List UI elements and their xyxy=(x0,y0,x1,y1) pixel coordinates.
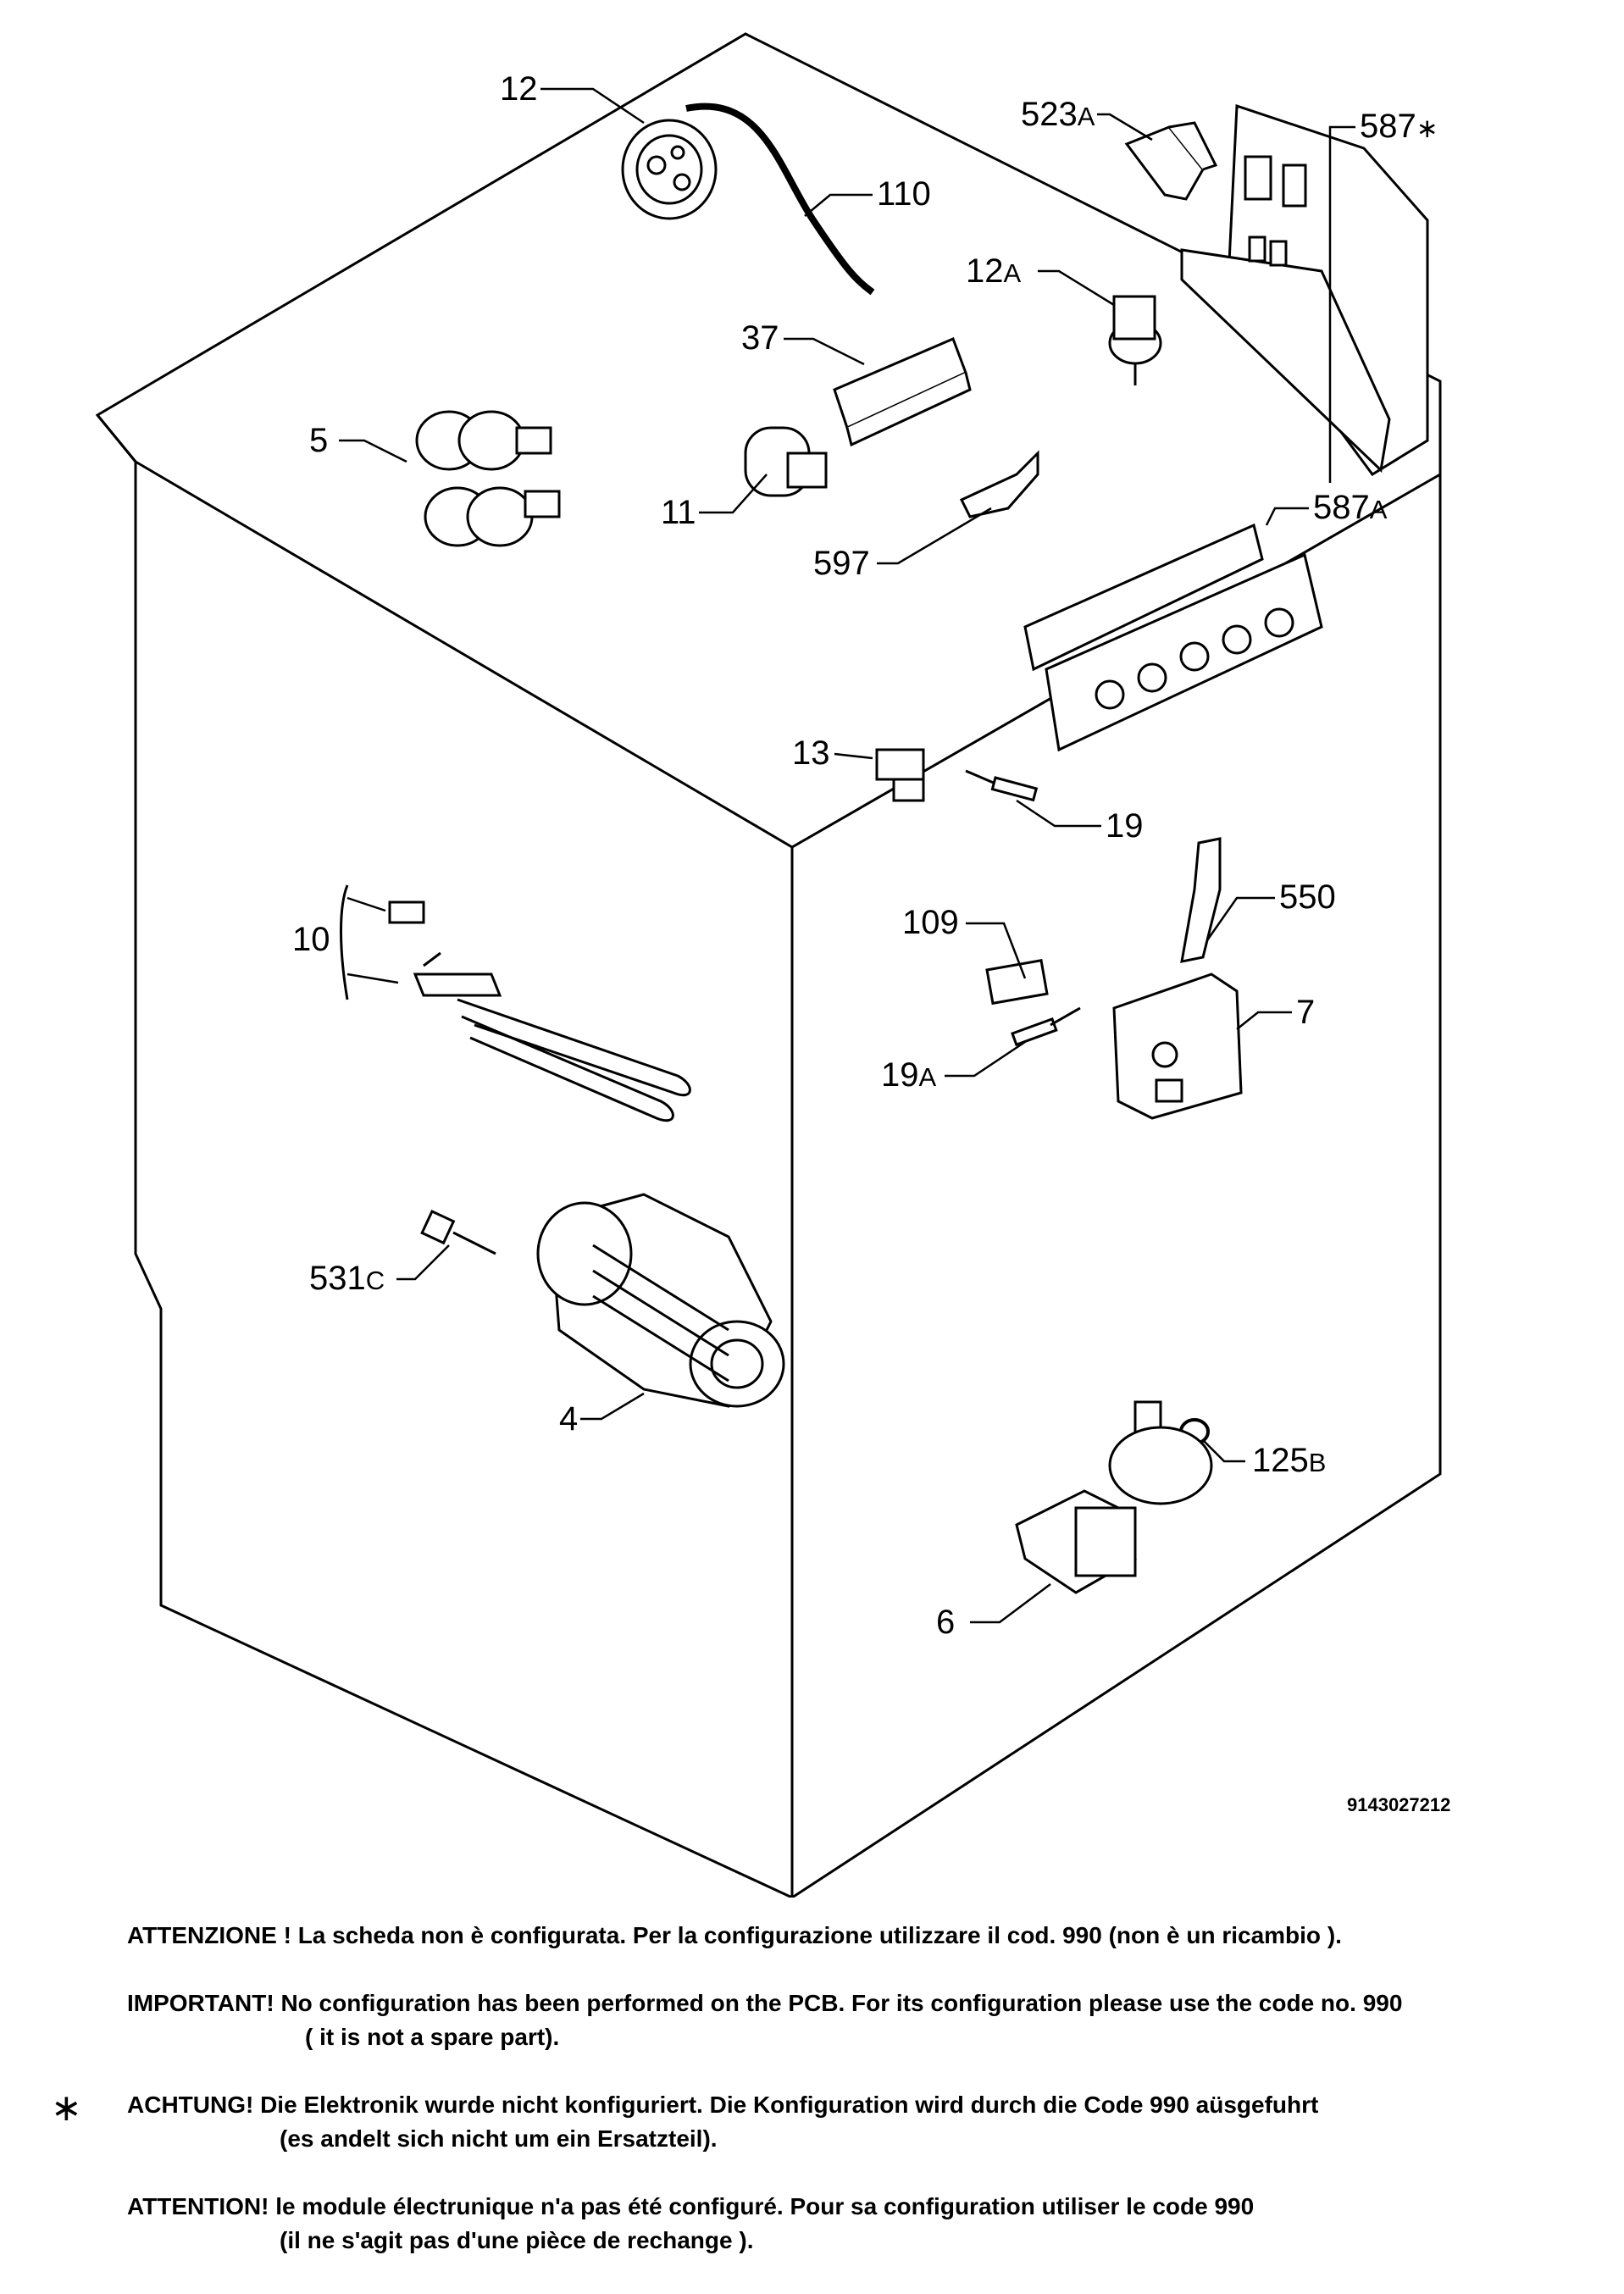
asterisk-marker: ∗ xyxy=(51,2086,82,2130)
part-4-motor xyxy=(536,1193,785,1408)
callout-523a: 523A xyxy=(1021,96,1095,133)
note-english: IMPORTANT! No configuration has been per… xyxy=(127,1986,1402,2054)
part-597-lever xyxy=(959,450,1039,518)
note-english-line2: ( it is not a spare part). xyxy=(305,2024,560,2050)
part-6-drain-pump xyxy=(1015,1400,1213,1594)
exploded-parts-diagram: 12 110 523A 587∗ 12A 37 5 11 597 587A 13… xyxy=(95,32,1442,1898)
callout-19a: 19A xyxy=(881,1056,937,1094)
callout-6: 6 xyxy=(936,1604,955,1641)
note-italian: ATTENZIONE ! La scheda non è configurata… xyxy=(127,1919,1342,1953)
note-french-line2: (il ne s'agit pas d'une pièce de rechang… xyxy=(280,2227,754,2253)
callout-7: 7 xyxy=(1296,994,1315,1031)
part-37-terminal-block xyxy=(833,337,972,447)
part-11-capacitor xyxy=(744,426,828,497)
callout-5: 5 xyxy=(309,422,328,459)
callout-12: 12 xyxy=(500,70,538,108)
part-587-control-board xyxy=(1180,103,1429,476)
callout-109: 109 xyxy=(902,904,959,941)
callout-125b: 125B xyxy=(1252,1442,1326,1479)
part-13-connector xyxy=(875,748,925,802)
part-5-solenoid-valve xyxy=(415,410,561,547)
leader-lines xyxy=(339,87,1355,1624)
callout-37: 37 xyxy=(741,319,779,357)
cabinet-outline xyxy=(95,32,1442,1898)
callout-13: 13 xyxy=(792,734,830,772)
drawing-code: 9143027212 xyxy=(1347,1794,1451,1815)
part-10-heating-element xyxy=(340,884,691,1122)
note-german-line1: ACHTUNG! Die Elektronik wurde nicht konf… xyxy=(127,2092,1319,2118)
callout-19: 19 xyxy=(1106,807,1144,845)
part-12a-pressure-switch xyxy=(1108,295,1162,385)
part-531c-screw xyxy=(420,1210,496,1255)
part-523a-clip xyxy=(1124,121,1218,201)
part-19-sensor xyxy=(965,769,1039,802)
part-19a-sensor xyxy=(1011,1006,1081,1047)
part-109-clip xyxy=(985,958,1049,1006)
callout-550: 550 xyxy=(1279,878,1336,916)
note-german-line2: (es andelt sich nicht um ein Ersatzteil)… xyxy=(280,2125,718,2152)
part-110-hose xyxy=(685,103,875,296)
callout-11: 11 xyxy=(661,494,696,531)
note-french-line1: ATTENTION! le module électrunique n'a pa… xyxy=(127,2193,1255,2219)
part-550-door-lock-lever xyxy=(1180,837,1222,963)
callout-110: 110 xyxy=(877,175,931,213)
part-587a-display-board xyxy=(1023,523,1323,752)
callout-587a: 587A xyxy=(1313,489,1388,526)
callout-531c: 531C xyxy=(309,1260,385,1297)
callout-labels: 12 110 523A 587∗ 12A 37 5 11 597 587A 13… xyxy=(292,70,1438,1641)
callout-587-asterisk: 587∗ xyxy=(1360,108,1438,145)
callout-10: 10 xyxy=(292,921,330,958)
note-italian-line1: ATTENZIONE ! La scheda non è configurata… xyxy=(127,1922,1342,1948)
note-english-line1: IMPORTANT! No configuration has been per… xyxy=(127,1990,1403,2016)
callout-4: 4 xyxy=(559,1400,578,1438)
note-german: ACHTUNG! Die Elektronik wurde nicht konf… xyxy=(127,2088,1318,2156)
callout-597: 597 xyxy=(813,545,870,582)
part-7-door-interlock xyxy=(1112,972,1243,1120)
callout-12a: 12A xyxy=(966,252,1022,290)
part-12-pressure-switch-knob xyxy=(621,119,718,220)
note-french: ATTENTION! le module électrunique n'a pa… xyxy=(127,2190,1254,2258)
